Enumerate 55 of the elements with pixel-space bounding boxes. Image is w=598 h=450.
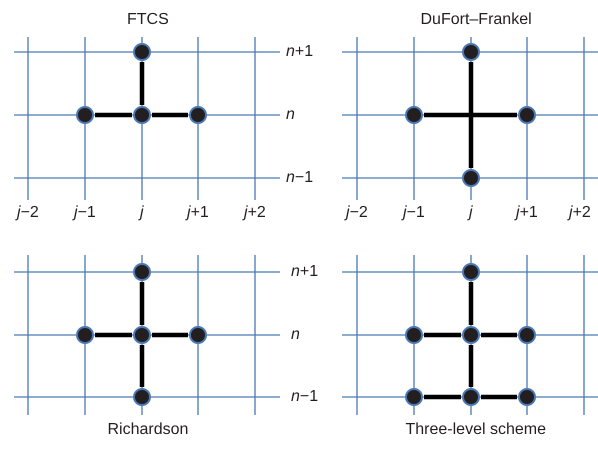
stencil-line [468, 345, 474, 387]
stencil-line [481, 332, 517, 338]
row-label: n [286, 106, 295, 124]
row-label: n+1 [291, 263, 318, 281]
row-label: n [291, 326, 300, 344]
grid-point [462, 43, 480, 61]
row-label: n−1 [291, 388, 318, 406]
grid-point [133, 388, 151, 406]
column-label: j−2 [17, 204, 39, 222]
stencil-line [140, 62, 144, 105]
grid-point [405, 326, 423, 344]
grid-point [189, 106, 207, 124]
row-label: n+1 [286, 43, 314, 61]
grid-point [518, 388, 536, 406]
grid-point [189, 326, 207, 344]
stencil-line [424, 112, 517, 118]
grid-point [405, 106, 423, 124]
column-label: j+2 [569, 204, 591, 222]
column-label: j [469, 204, 473, 222]
column-label: j−2 [346, 204, 368, 222]
grid-point [133, 43, 151, 61]
column-label: j−1 [74, 204, 96, 222]
stencil-line [95, 112, 132, 118]
stencil-line [468, 282, 474, 325]
grid-point [76, 326, 94, 344]
panel-caption: Richardson [108, 421, 188, 439]
grid-point [133, 326, 151, 344]
grid-point [462, 169, 480, 187]
panel-title: DuFort–Frankel [420, 11, 532, 29]
column-label: j [140, 204, 144, 222]
stencil-line [424, 332, 461, 338]
stencil-line [468, 62, 474, 168]
column-label: j+2 [244, 204, 266, 222]
stencil-line [152, 332, 188, 338]
grid-point [518, 106, 536, 124]
stencil-line [152, 112, 188, 118]
grid-point [462, 263, 480, 281]
grid-point [518, 326, 536, 344]
grid-point [462, 388, 480, 406]
grid-point [462, 326, 480, 344]
stencil-line [95, 332, 132, 338]
row-label: n−1 [286, 169, 314, 187]
panel-title: FTCS [127, 11, 169, 29]
panel-caption: Three-level scheme [406, 421, 546, 439]
column-label: j+1 [516, 204, 538, 222]
grid-point [405, 388, 423, 406]
stencil-line [481, 394, 517, 400]
grid-point [133, 263, 151, 281]
stencil-line [424, 394, 461, 400]
stencil-line [140, 345, 144, 387]
grid-point [76, 106, 94, 124]
grid-point [133, 106, 151, 124]
column-label: j−1 [403, 204, 425, 222]
column-label: j+1 [187, 204, 209, 222]
stencil-line [140, 282, 144, 325]
